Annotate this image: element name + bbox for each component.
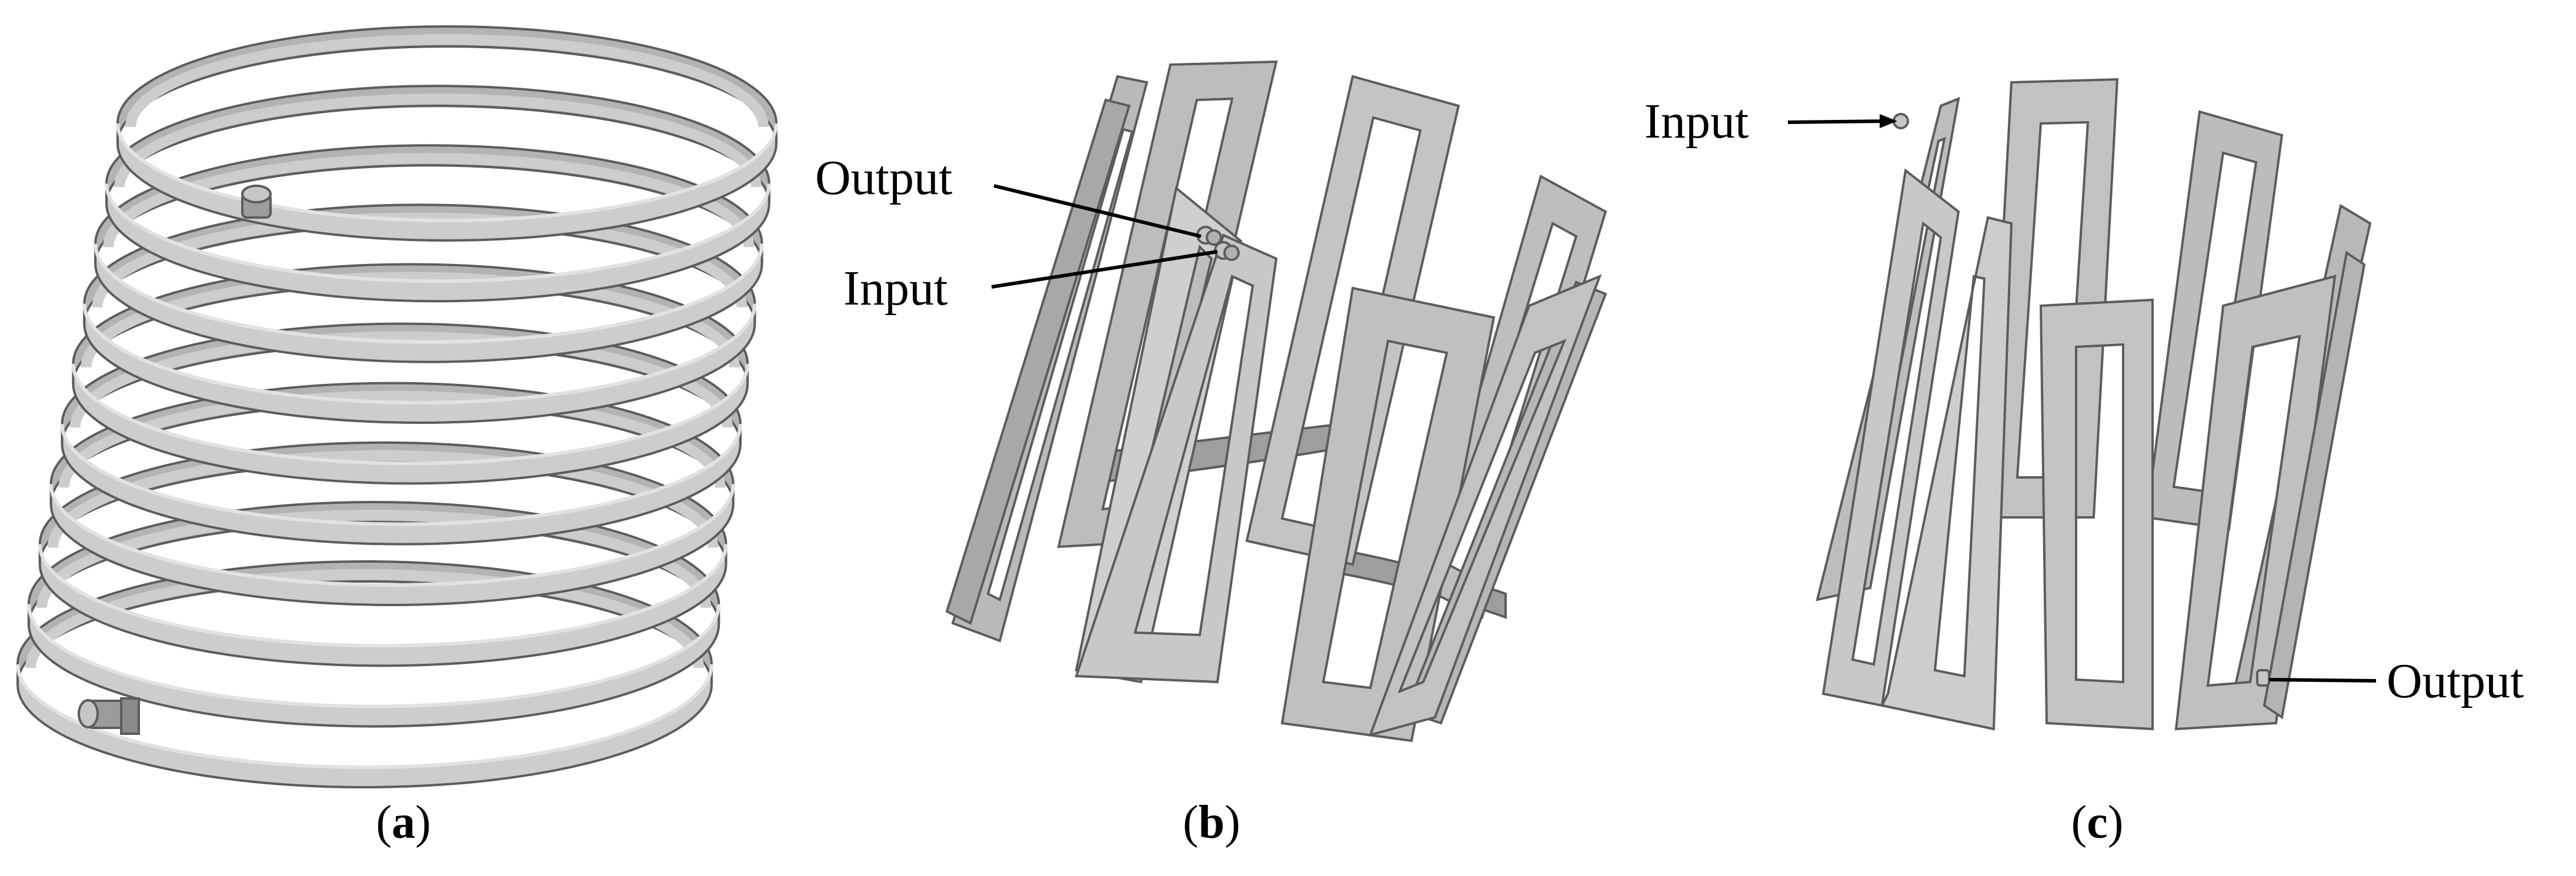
loop-frame [1368,274,1602,737]
coil-turn-rim [81,272,740,368]
input-leader-line-c [1787,119,1890,124]
loop-frame [2263,250,2366,720]
panel-b-caption: (b) [1183,797,1240,848]
input-arrowhead-c [1880,114,1897,128]
coil-turn-top-edge [71,363,750,466]
helical-coil-drawing [16,25,778,788]
loop-frame [1880,216,2013,731]
panel-c-caption: (c) [2071,797,2124,848]
output-label-c: Output [2387,654,2524,708]
panel-a-caption: (a) [376,797,431,848]
loop-frame [2039,298,2154,731]
loop-frame [1075,233,1278,684]
cage-coil-c-panel: Input Output (c) [1644,78,2524,848]
coil-turn-rim [103,153,755,248]
coil-turn-top-edge [38,544,728,647]
coil-turn-top-edge [116,123,778,222]
output-leader-line-b [993,184,1202,238]
coil-turn-top-edge [16,664,713,769]
input-terminal-b [1214,241,1240,261]
output-label-b: Output [815,151,952,205]
coil-turn-top-edge [49,484,735,587]
input-label-c: Input [1644,94,1749,149]
coil-turn-top-edge [60,424,742,526]
input-leader-line-b [991,250,1218,289]
coil-turn-rim [114,93,762,188]
coil-turn-top-edge [26,604,721,708]
coil-turn-top-edge [94,243,764,344]
helical-coil-panel: (a) [16,25,778,848]
top-terminal-pin [241,185,272,219]
coil-turn-rim [125,34,769,128]
loop-frame [1280,286,1496,743]
output-leader-line-c [2268,678,2377,683]
cage-coil-b-panel: Output Input (b) [815,60,1607,848]
loop-frame [2174,275,2337,731]
loop-frame [945,98,1131,625]
output-terminal-c [2256,669,2270,687]
bottom-terminal-pin [78,697,140,735]
coil-turn-rim [92,212,748,307]
input-label-b: Input [843,261,947,316]
coil-turn-top-edge [105,183,771,283]
coil-turn-top-edge [82,303,757,404]
